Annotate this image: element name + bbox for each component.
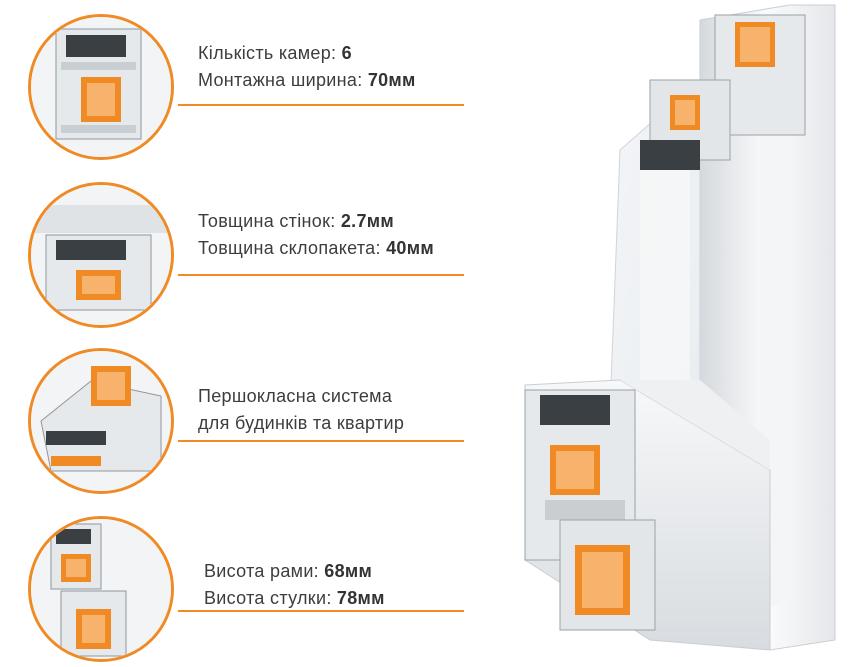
spec-label: Товщина склопакета: (198, 238, 387, 258)
spec-value: 70мм (367, 70, 416, 90)
spec-text: Першокласна система для будинків та квар… (198, 383, 404, 437)
spec-row-chambers: Кількість камер: 6 Монтажна ширина: 70мм (0, 12, 470, 162)
spec-row-system: Першокласна система для будинків та квар… (0, 342, 470, 494)
spec-divider (178, 104, 464, 106)
profile-section-frame-icon (28, 516, 174, 662)
spec-value: 78мм (336, 588, 385, 608)
profile-section-glass-icon (28, 182, 174, 328)
spec-value: 2.7мм (340, 211, 395, 231)
spec-value: 40мм (386, 238, 434, 258)
spec-label: Першокласна система (198, 386, 393, 406)
spec-value: 68мм (324, 561, 373, 581)
spec-value: 6 (341, 43, 352, 63)
spec-divider (178, 610, 464, 612)
spec-text: Товщина стінок: 2.7мм Товщина склопакета… (198, 208, 434, 262)
spec-text: Висота рами: 68мм Висота стулки: 78мм (204, 558, 385, 612)
spec-label: для будинків та квартир (198, 413, 405, 433)
profile-section-chambers-icon (28, 14, 174, 160)
spec-text: Кількість камер: 6 Монтажна ширина: 70мм (198, 40, 416, 94)
spec-divider (178, 440, 464, 442)
spec-row-walls: Товщина стінок: 2.7мм Товщина склопакета… (0, 178, 470, 328)
spec-label: Висота рами: (204, 561, 325, 581)
spec-label: Висота стулки: (204, 588, 337, 608)
spec-label: Монтажна ширина: (198, 70, 368, 90)
profile-section-sash-icon (28, 348, 174, 494)
spec-label: Кількість камер: (198, 43, 342, 63)
spec-row-heights: Висота рами: 68мм Висота стулки: 78мм (0, 512, 470, 662)
spec-label: Товщина стінок: (198, 211, 341, 231)
spec-divider (178, 274, 464, 276)
